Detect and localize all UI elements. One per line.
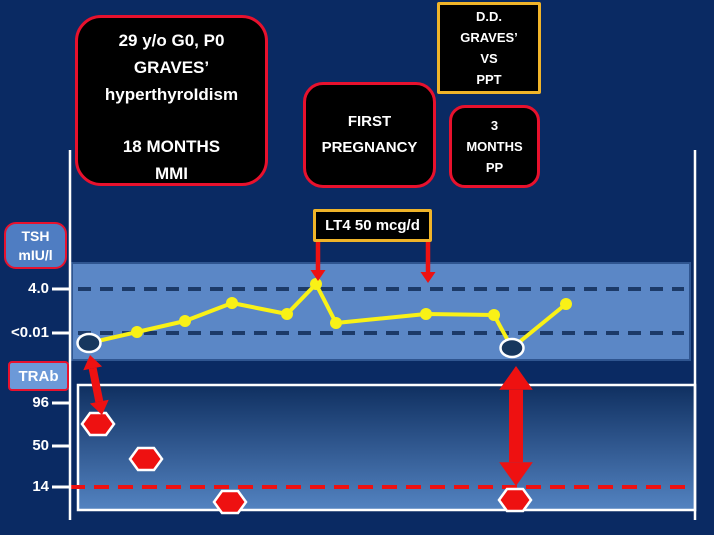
tsh-trab-double-arrow-shaft bbox=[88, 367, 104, 403]
tsh-normal-range-band bbox=[71, 262, 691, 361]
patient-treatment-duration: 18 MONTHS bbox=[122, 137, 221, 156]
patient-age-gravida-para: 29 y/o G0, P0 bbox=[118, 31, 225, 50]
trab-hexagon-marker bbox=[128, 446, 164, 472]
trab-hexagon-marker bbox=[212, 489, 248, 515]
tsh-point-dot bbox=[330, 317, 342, 329]
differential-diagnosis-box: D.D. GRAVES’ VS PPT bbox=[437, 2, 541, 94]
first-pregnancy-line1: FIRST bbox=[347, 113, 392, 130]
trab-hexagon-marker bbox=[80, 411, 116, 437]
lt4-down-arrow-head bbox=[310, 270, 326, 281]
lt4-dose-text: LT4 50 mcg/d bbox=[325, 216, 420, 234]
tsh-tick-lt-0-01: <0.01 bbox=[11, 324, 49, 341]
tsh-point-dot bbox=[560, 298, 572, 310]
tsh-trab-double-arrow-head bbox=[83, 355, 103, 371]
tsh-suppressed-marker bbox=[499, 337, 525, 359]
lt4-dose-label: LT4 50 mcg/d bbox=[313, 209, 432, 242]
trab-tick-14: 14 bbox=[32, 478, 49, 495]
pp3-line1: 3 bbox=[490, 118, 499, 133]
patient-diagnosis-line2: hyperthyroIdism bbox=[104, 85, 239, 104]
tsh-axis-label: TSH mIU/l bbox=[4, 222, 67, 269]
dd-line1: D.D. bbox=[476, 9, 502, 24]
tsh-trab-double-arrow-head bbox=[499, 462, 533, 486]
dd-line4: PPT bbox=[476, 72, 502, 87]
tsh-tick-4-0: 4.0 bbox=[28, 280, 49, 297]
pp3-line2: MONTHS bbox=[466, 139, 523, 154]
trab-panel bbox=[76, 383, 697, 512]
tsh-point-dot bbox=[131, 326, 143, 338]
patient-history-box: 29 y/o G0, P0 GRAVES’ hyperthyroIdism 18… bbox=[75, 15, 268, 186]
tsh-suppressed-marker bbox=[76, 332, 102, 354]
trab-axis-label: TRAb bbox=[8, 361, 69, 391]
tsh-point-dot bbox=[488, 309, 500, 321]
tsh-point-dot bbox=[281, 308, 293, 320]
pp3-line3: PP bbox=[485, 160, 504, 175]
lt4-down-arrow-head bbox=[420, 272, 436, 283]
tsh-point-dot bbox=[420, 308, 432, 320]
patient-diagnosis-line1: GRAVES’ bbox=[133, 58, 210, 77]
tsh-point-dot bbox=[226, 297, 238, 309]
dd-line3: VS bbox=[480, 51, 498, 66]
tsh-trab-double-arrow-head bbox=[89, 399, 109, 415]
tsh-axis-label-line1: TSH bbox=[21, 227, 50, 244]
tsh-axis-label-line2: mIU/l bbox=[18, 246, 53, 263]
trab-tick-50: 50 bbox=[32, 437, 49, 454]
three-months-postpartum-box: 3 MONTHS PP bbox=[449, 105, 540, 188]
tsh-point-dot bbox=[179, 315, 191, 327]
trab-tick-96: 96 bbox=[32, 394, 49, 411]
dd-line2: GRAVES’ bbox=[460, 30, 518, 45]
tsh-point-dot bbox=[310, 278, 322, 290]
patient-treatment-drug: MMI bbox=[154, 164, 189, 183]
trab-hexagon-marker bbox=[497, 487, 533, 513]
trab-axis-label-text: TRAb bbox=[18, 367, 59, 385]
first-pregnancy-box: FIRST PREGNANCY bbox=[303, 82, 436, 188]
tsh-trab-double-arrow-head bbox=[499, 366, 533, 390]
first-pregnancy-line2: PREGNANCY bbox=[321, 139, 418, 156]
